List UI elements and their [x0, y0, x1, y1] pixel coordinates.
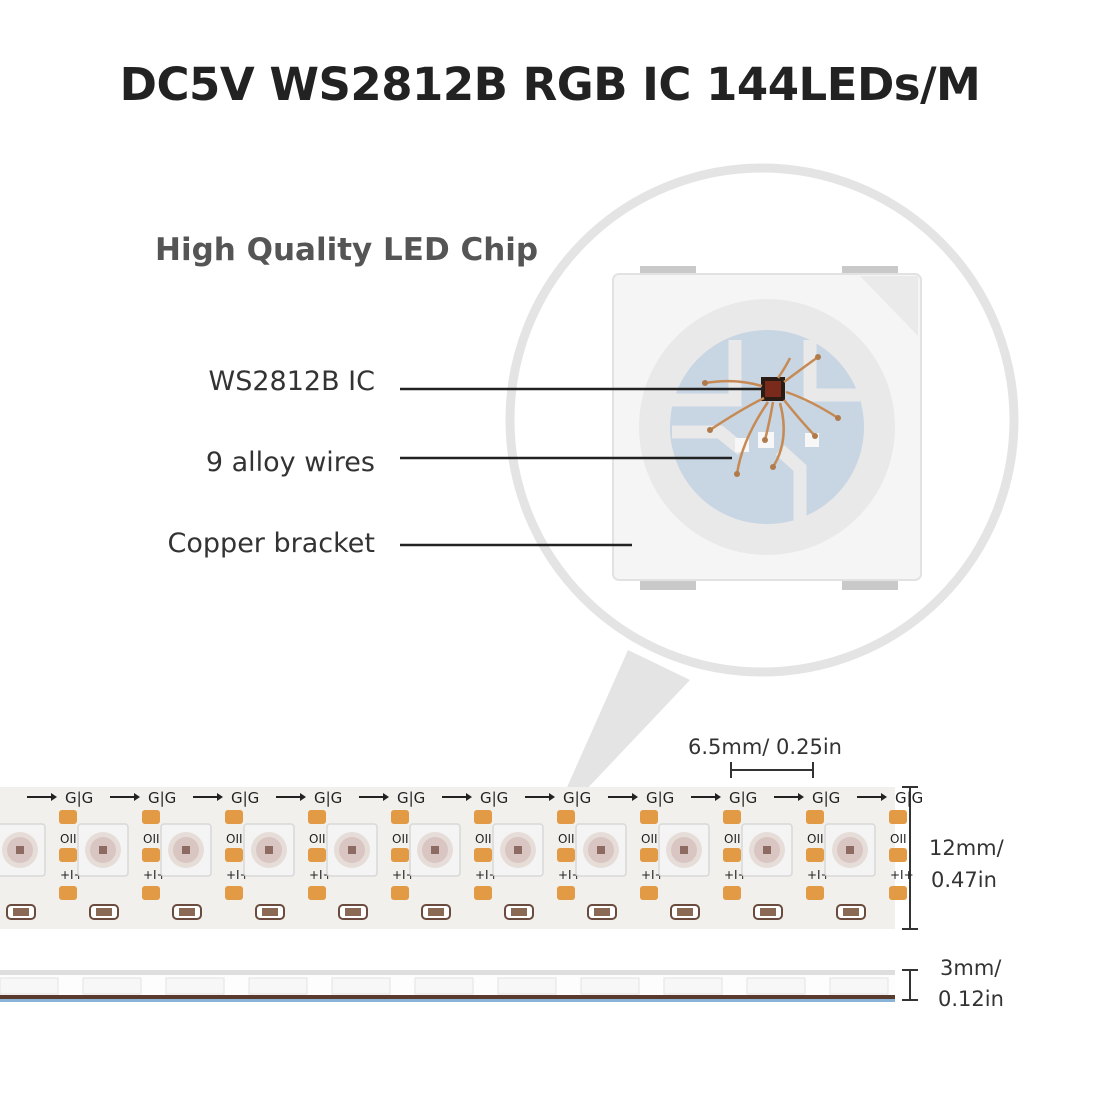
- thickness-dimension-marker: [902, 969, 918, 1001]
- polarity-marking-top: OII: [641, 832, 658, 846]
- polarity-marking-top: OII: [475, 832, 492, 846]
- polarity-marking-top: OII: [724, 832, 741, 846]
- segment-marking: G|G: [729, 789, 757, 807]
- side-led-bump: [248, 977, 308, 995]
- polarity-marking-top: OII: [558, 832, 575, 846]
- segment-marking: G|G: [895, 789, 923, 807]
- segment-marking: G|G: [397, 789, 425, 807]
- segment-marking: G|G: [65, 789, 93, 807]
- pitch-dimension-marker: [730, 762, 814, 778]
- width-dimension-label-1: 12mm/: [929, 836, 1004, 860]
- thickness-dimension-label-2: 0.12in: [938, 987, 1004, 1011]
- led-chip: [612, 266, 922, 590]
- segment-marking: G|G: [148, 789, 176, 807]
- side-led-bump: [829, 977, 889, 995]
- side-led-bump: [82, 977, 142, 995]
- polarity-marking-top: OII: [60, 832, 77, 846]
- segment-marking: G|G: [646, 789, 674, 807]
- led-segment: G|G OII +I+: [824, 789, 923, 920]
- callout-alloy-wires: 9 alloy wires: [205, 447, 375, 478]
- side-led-bump: [0, 977, 59, 995]
- width-dimension-label-2: 0.47in: [931, 868, 997, 892]
- segment-marking: G|G: [812, 789, 840, 807]
- segment-marking: G|G: [480, 789, 508, 807]
- thickness-dimension-label-1: 3mm/: [940, 956, 1002, 980]
- polarity-marking-top: OII: [392, 832, 409, 846]
- polarity-marking-bottom: +I+: [890, 868, 914, 882]
- polarity-marking-top: OII: [890, 832, 907, 846]
- side-led-bump: [331, 977, 391, 995]
- side-led-bump: [414, 977, 474, 995]
- side-led-bump: [663, 977, 723, 995]
- width-dimension-marker: [902, 786, 918, 930]
- page-title: DC5V WS2812B RGB IC 144LEDs/M: [119, 58, 981, 111]
- callout-copper-bracket: Copper bracket: [167, 528, 375, 559]
- segment-marking: G|G: [563, 789, 591, 807]
- pitch-dimension-label: 6.5mm/ 0.25in: [688, 735, 842, 759]
- polarity-marking-top: OII: [226, 832, 243, 846]
- side-led-bump: [165, 977, 225, 995]
- alloy-wires-icon: [704, 355, 839, 475]
- callout-ws2812b-ic: WS2812B IC: [208, 366, 375, 397]
- side-led-bump: [497, 977, 557, 995]
- segment-marking: G|G: [314, 789, 342, 807]
- segment-marking: G|G: [231, 789, 259, 807]
- side-led-bump: [580, 977, 640, 995]
- led-strip-side-view: [0, 970, 895, 1002]
- side-led-bump: [746, 977, 806, 995]
- polarity-marking-top: OII: [143, 832, 160, 846]
- polarity-marking-top: OII: [807, 832, 824, 846]
- polarity-marking-top: OII: [309, 832, 326, 846]
- magnifier-tail: [548, 650, 690, 830]
- chip-heading: High Quality LED Chip: [155, 232, 539, 268]
- led-strip-top-view: G|GOII+I+G|GOII+I+G|GOII+I+G|GOII+I+G|GO…: [0, 787, 923, 929]
